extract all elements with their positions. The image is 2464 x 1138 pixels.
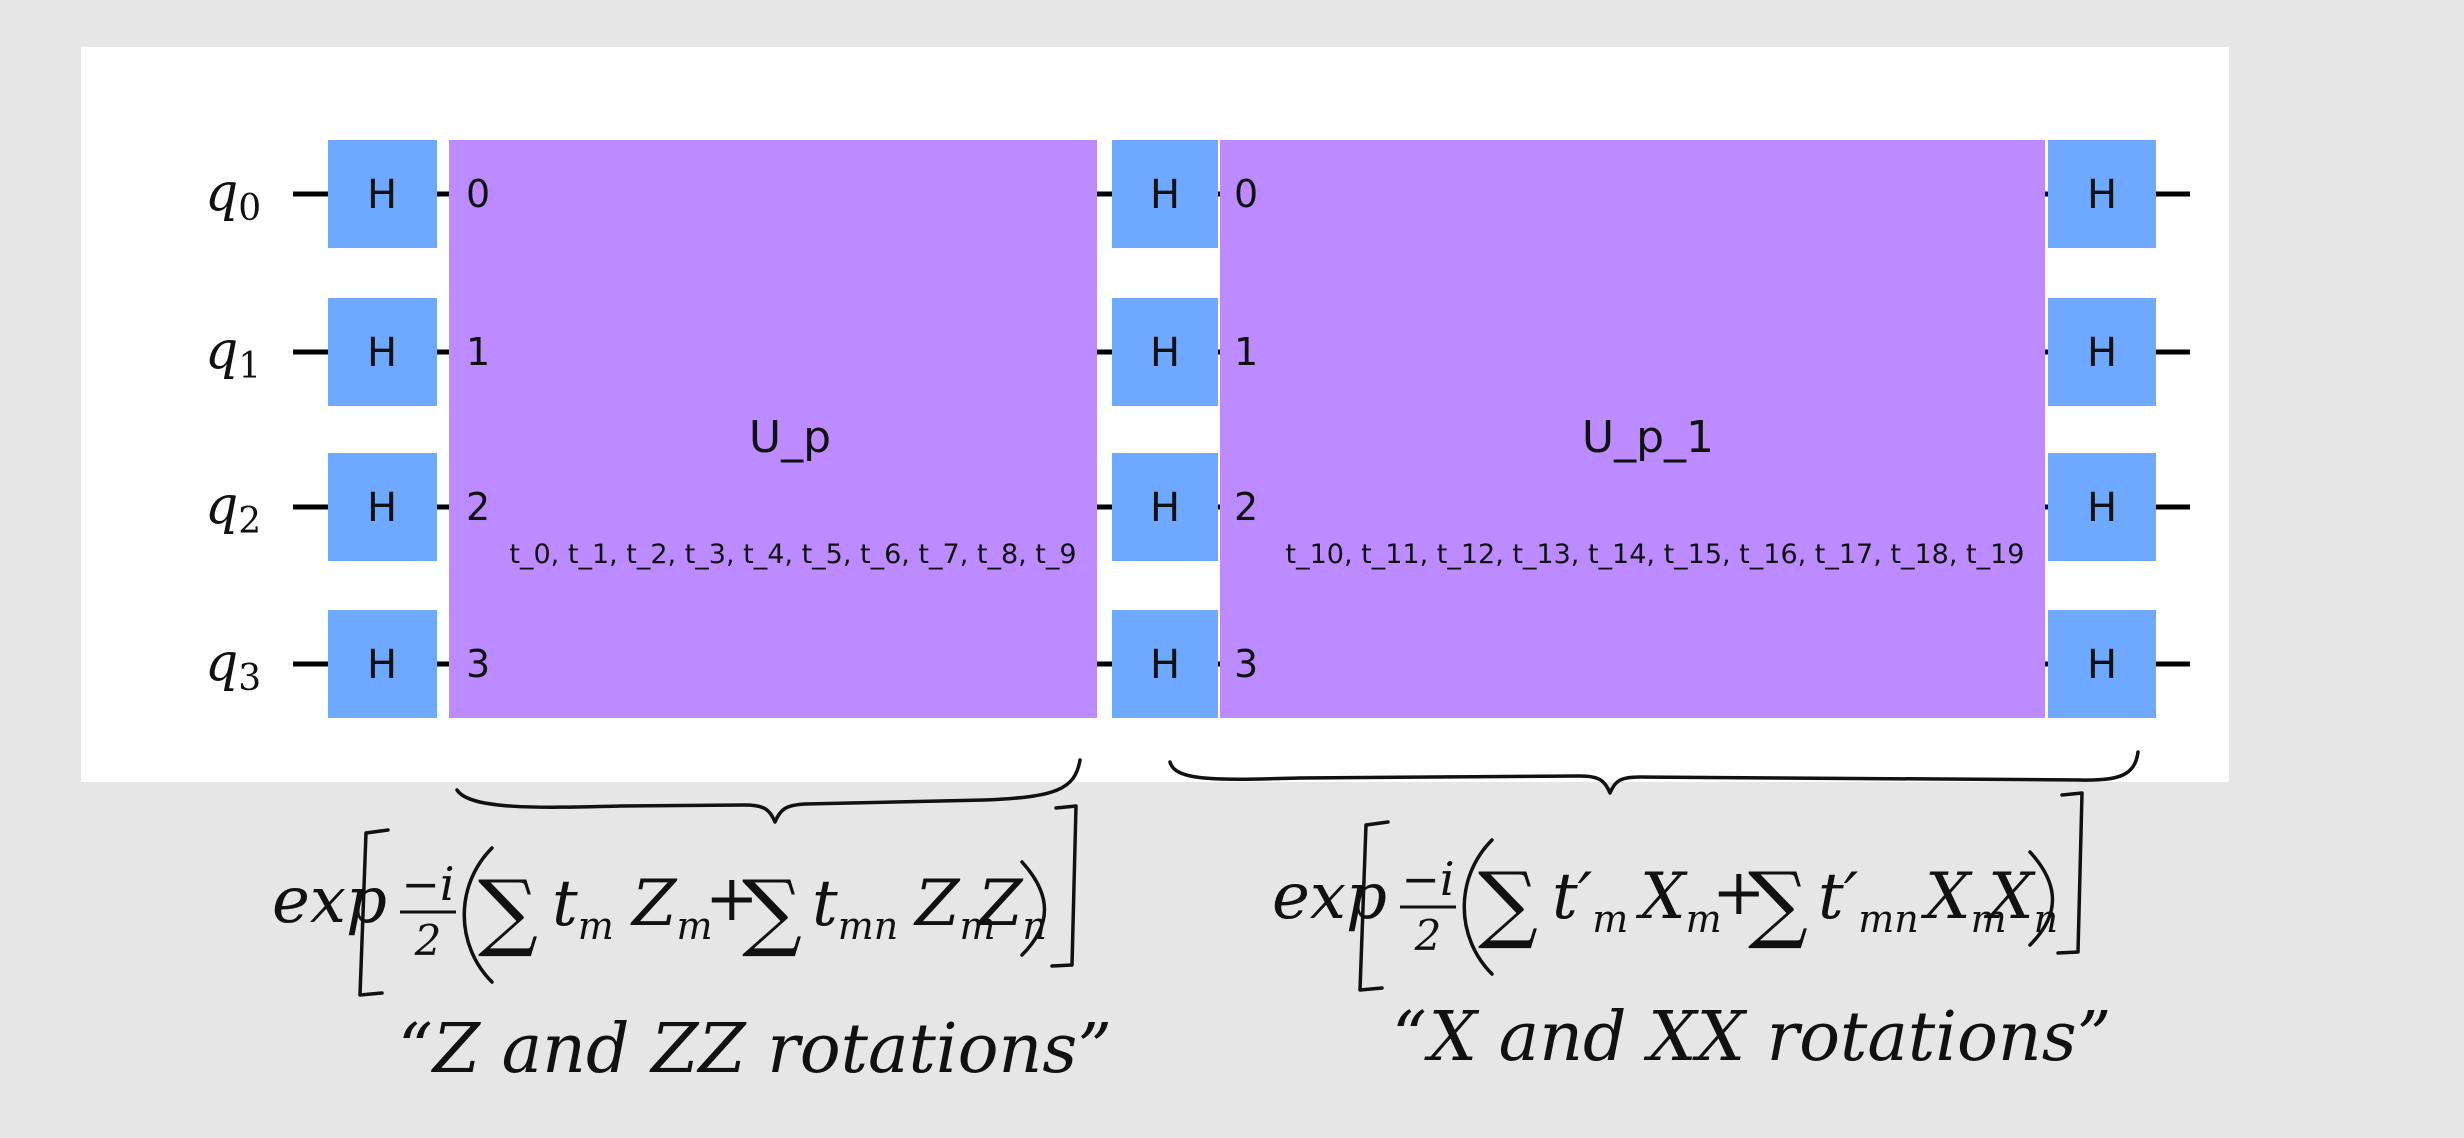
t-symbol: tmn <box>812 867 898 948</box>
z-operator: Zm <box>913 867 996 948</box>
u-block-name: U_p_1 <box>1582 412 1714 463</box>
sum-symbol: ∑ <box>1748 854 1808 952</box>
port-label: 2 <box>466 485 490 529</box>
port-label: 3 <box>1234 642 1258 686</box>
x-operator: Xm <box>1635 860 1722 941</box>
h-gate-label: H <box>367 330 397 376</box>
h-gate-label: H <box>2087 485 2117 531</box>
port-label: 2 <box>1234 485 1258 529</box>
h-gate[interactable]: H <box>328 298 437 406</box>
h-gate[interactable]: H <box>328 140 437 248</box>
h-gate-label: H <box>2087 172 2117 218</box>
u-block-2[interactable]: 0 1 2 3 U_p_1 t_10, t_11, t_12, t_13, t_… <box>1220 140 2045 718</box>
h-gate[interactable]: H <box>1112 610 1218 718</box>
h-gate[interactable]: H <box>1112 140 1218 248</box>
h-gate-label: H <box>1150 485 1180 531</box>
h-gate-column-2: H H H H <box>1112 140 1218 718</box>
sum-symbol: ∑ <box>1478 854 1538 952</box>
exp-text: exp <box>1272 860 1387 934</box>
h-gate-column-1: H H H H <box>328 140 437 718</box>
fraction-numerator: −i <box>1401 852 1454 906</box>
h-gate[interactable]: H <box>1112 298 1218 406</box>
port-label: 0 <box>466 172 490 216</box>
h-gate[interactable]: H <box>2048 610 2156 718</box>
h-gate-label: H <box>2087 642 2117 688</box>
fraction-numerator: −i <box>401 857 454 911</box>
h-gate-label: H <box>1150 642 1180 688</box>
right-brace <box>1168 750 2140 795</box>
sum-symbol: ∑ <box>478 862 538 960</box>
u-block-params: t_10, t_11, t_12, t_13, t_14, t_15, t_16… <box>1286 539 2025 570</box>
plus-sign: + <box>1712 856 1766 930</box>
h-gate[interactable]: H <box>2048 298 2156 406</box>
qubit-labels: q0 q1 q2 q3 <box>205 163 261 699</box>
right-square-bracket-close <box>2056 791 2084 955</box>
sum-symbol: ∑ <box>742 862 802 960</box>
z-operator: Zm <box>630 867 713 948</box>
caption-x-xx: “X and XX rotations” <box>1392 998 2111 1077</box>
right-square-bracket-close <box>1050 804 1078 968</box>
port-label: 1 <box>466 330 490 374</box>
port-label: 3 <box>466 642 490 686</box>
h-gate[interactable]: H <box>1112 453 1218 561</box>
plus-sign: + <box>705 862 759 936</box>
h-gate[interactable]: H <box>2048 140 2156 248</box>
left-paren-open <box>1462 838 1494 976</box>
left-square-bracket-open <box>358 828 390 997</box>
qubit-label-2: q2 <box>205 476 261 542</box>
left-brace <box>455 758 1082 824</box>
right-paren-close <box>2028 850 2055 947</box>
left-paren-open <box>462 846 494 984</box>
port-label: 0 <box>1234 172 1258 216</box>
x-operator: Xn <box>1983 860 2058 941</box>
h-gate[interactable]: H <box>2048 453 2156 561</box>
h-gate-label: H <box>367 642 397 688</box>
h-gate-column-3: H H H H <box>2048 140 2156 718</box>
t-symbol: tm <box>552 867 614 948</box>
qubit-label-0: q0 <box>205 163 261 229</box>
fraction-denominator: 2 <box>414 916 442 965</box>
t-prime-symbol: t′mn <box>1818 860 1919 941</box>
u-block-name: U_p <box>749 412 831 463</box>
caption-z-zz: “Z and ZZ rotations” <box>398 1010 1112 1089</box>
right-formula: exp −i 2 ∑ t′m Xm + ∑ t′mn Xm Xn “X and … <box>1272 791 2111 1077</box>
right-paren-close <box>1020 860 1047 957</box>
h-gate-label: H <box>2087 330 2117 376</box>
port-label: 1 <box>1234 330 1258 374</box>
exp-text: exp <box>272 864 387 938</box>
h-gate-label: H <box>1150 172 1180 218</box>
qubit-label-3: q3 <box>205 633 261 699</box>
u-block-params: t_0, t_1, t_2, t_3, t_4, t_5, t_6, t_7, … <box>509 539 1076 570</box>
left-square-bracket-open <box>1358 820 1390 992</box>
h-gate-label: H <box>367 485 397 531</box>
h-gate[interactable]: H <box>328 453 437 561</box>
h-gate-label: H <box>367 172 397 218</box>
h-gate[interactable]: H <box>328 610 437 718</box>
u-block-1[interactable]: 0 1 2 3 U_p t_0, t_1, t_2, t_3, t_4, t_5… <box>449 140 1097 718</box>
left-formula: exp −i 2 ∑ tm Zm + ∑ tmn Zm Zn “Z and ZZ… <box>272 804 1112 1089</box>
x-operator: Xm <box>1920 860 2007 941</box>
qubit-label-1: q1 <box>205 321 261 387</box>
h-gate-label: H <box>1150 330 1180 376</box>
t-prime-symbol: t′m <box>1552 860 1628 941</box>
fraction-denominator: 2 <box>1414 911 1442 960</box>
